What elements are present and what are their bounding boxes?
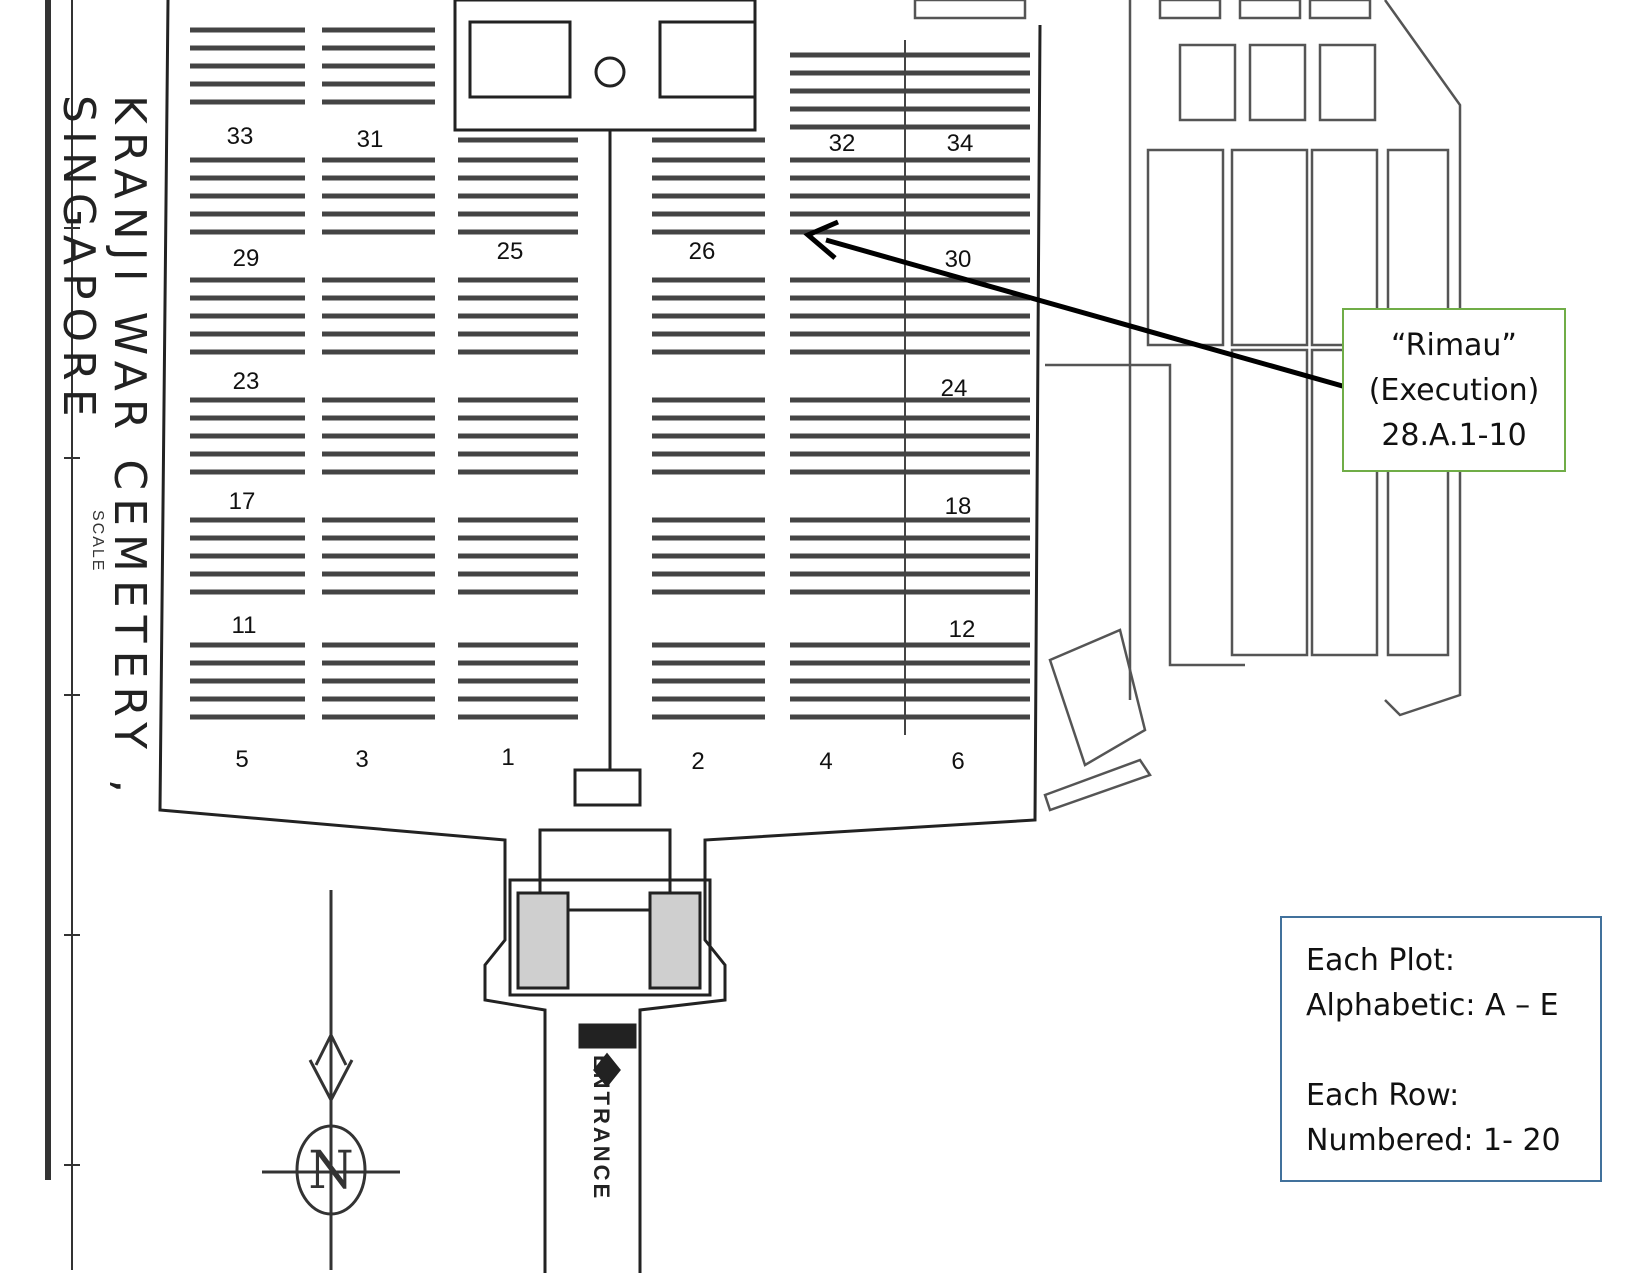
plot-number-6: 6 [951,748,965,775]
rimau-callout-subtitle: (Execution) [1368,372,1540,408]
plot-number-5: 5 [235,746,249,773]
plot-number-3: 3 [355,746,369,773]
scale-label: SCALE [89,510,106,573]
scale-bar [45,0,80,1270]
grave-rows-left [190,27,578,720]
plot-number-2: 2 [691,748,705,775]
svg-text:N: N [308,1141,354,1201]
legend-plot-text: Alphabetic: A – E [1306,988,1559,1023]
rimau-callout-reference: 28.A.1-10 [1381,417,1527,453]
legend-row-text: Numbered: 1- 20 [1306,1123,1561,1158]
plot-number-23: 23 [232,368,260,395]
plot-number-25: 25 [496,238,524,265]
plot-number-24: 24 [940,375,968,402]
plot-number-32: 32 [828,130,856,157]
grave-rows-right [652,40,1030,735]
plot-number-4: 4 [819,748,833,775]
north-arrow-icon: N [262,890,400,1270]
entrance-building [508,768,712,1273]
plot-number-1: 1 [501,744,515,771]
legend-row-heading: Each Row: [1306,1078,1460,1113]
entrance-label: ENTRANCE [589,1055,614,1202]
plot-number-12: 12 [948,616,976,643]
rimau-callout: “Rimau” (Execution) 28.A.1-10 [1342,308,1566,472]
plot-number-11: 11 [231,612,257,639]
plot-number-31: 31 [356,126,384,153]
plot-number-26: 26 [688,238,716,265]
arrow-icon [803,219,1347,390]
plot-number-34: 34 [946,130,974,157]
rimau-callout-title: “Rimau” [1391,327,1517,363]
legend-box: Each Plot: Alphabetic: A – E Each Row: N… [1280,916,1602,1182]
map-title: KRANJI WAR CEMETERY , SINGAPORE [53,95,155,801]
legend-plot-heading: Each Plot: [1306,943,1456,978]
plot-number-17: 17 [228,488,256,515]
plot-number-33: 33 [226,123,254,150]
plot-number-30: 30 [944,246,972,273]
plot-number-29: 29 [232,245,260,272]
plot-number-18: 18 [944,493,972,520]
cemetery-boundary [158,0,1042,1273]
